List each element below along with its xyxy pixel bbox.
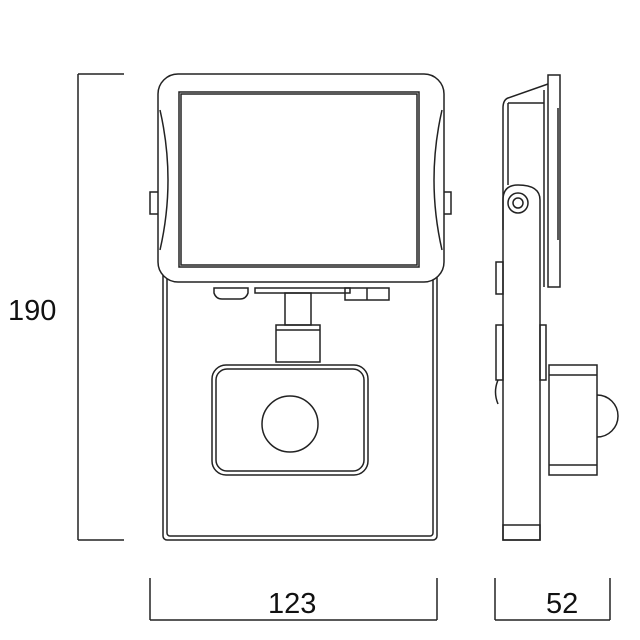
bracket-arm xyxy=(502,184,541,541)
sensor-body-side xyxy=(548,364,598,476)
sensor-stem xyxy=(284,292,312,326)
housing xyxy=(157,73,445,283)
height-label: 190 xyxy=(8,295,57,327)
front-plate xyxy=(547,74,561,288)
cable-gland xyxy=(213,287,249,300)
led-panel xyxy=(178,91,420,268)
depth-label: 52 xyxy=(546,588,579,620)
sensor-dome xyxy=(596,394,619,438)
sensor-lens xyxy=(261,395,319,453)
depth-dimension-line xyxy=(494,578,611,621)
front-view xyxy=(149,73,452,541)
side-view xyxy=(494,74,619,541)
mounting-bracket xyxy=(162,269,438,541)
hinge-bolt xyxy=(507,192,529,214)
sensor-joint xyxy=(275,324,321,363)
width-label: 123 xyxy=(268,588,317,620)
sensor-body xyxy=(211,364,369,476)
heatsink-body xyxy=(502,83,549,230)
height-dimension-line xyxy=(77,73,124,541)
width-dimension-line xyxy=(149,578,438,621)
